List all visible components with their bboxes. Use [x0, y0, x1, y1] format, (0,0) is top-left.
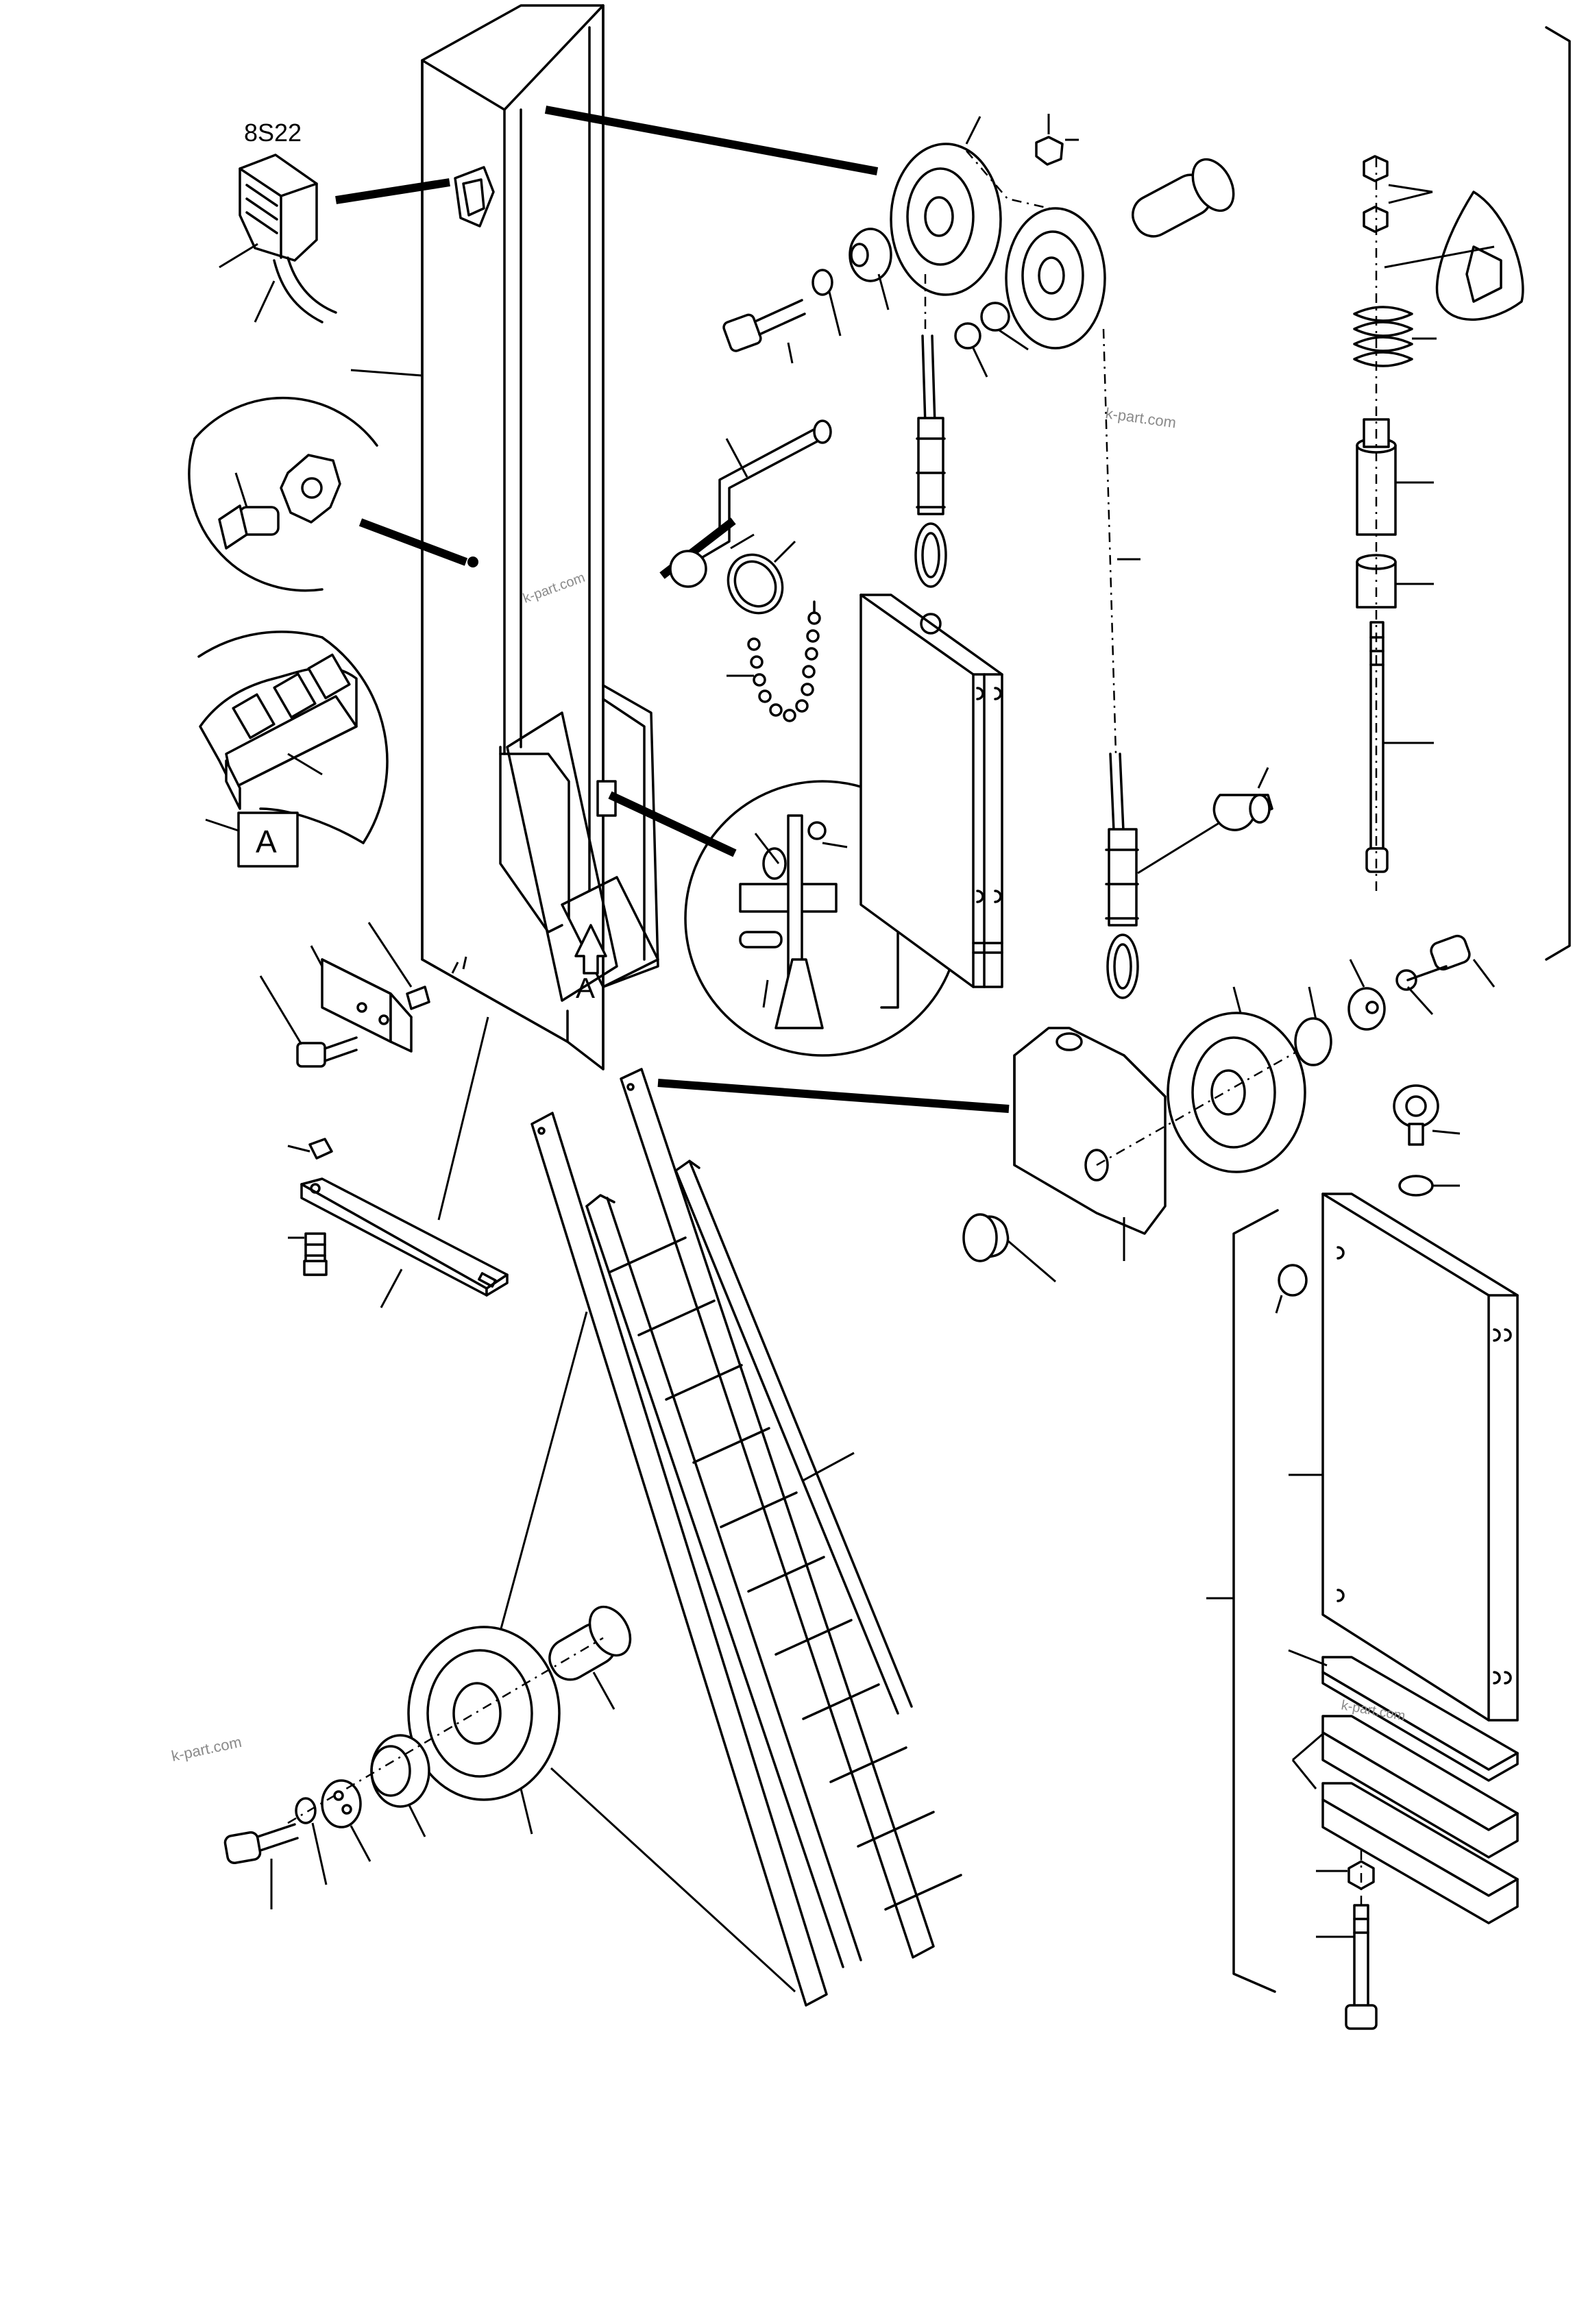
- mount-hole: [467, 556, 478, 567]
- detail-a-box: [237, 811, 299, 868]
- detail-latch: [684, 780, 961, 1057]
- top-pulley-assembly: [722, 114, 1235, 378]
- view-arrow-a: [574, 924, 607, 975]
- detail-hinge: A: [197, 631, 389, 868]
- roller-wheel-assembly: [223, 1605, 632, 1909]
- hoist-cable-right: [1102, 328, 1221, 999]
- pulley-block-assembly: [962, 934, 1496, 1283]
- counterweight-assembly: [1206, 1192, 1519, 2030]
- watermark-3: k-part.com: [170, 1733, 243, 1765]
- switch-8s22: 8S22: [219, 119, 337, 323]
- eye-bolt: [1393, 1084, 1461, 1197]
- detail-a-label: A: [256, 824, 277, 859]
- detail-grease-nipple: [188, 396, 378, 592]
- mast-tower: [421, 4, 659, 1071]
- crank-handle: [669, 419, 832, 615]
- view-label-a: A: [576, 972, 595, 1004]
- watermark: k-part.com: [1104, 404, 1177, 431]
- shackle: [1212, 767, 1273, 831]
- angle-bracket-set: [259, 922, 467, 1068]
- spring-stack: [1353, 26, 1571, 961]
- flat-strap: [287, 1016, 509, 1308]
- ladder: [499, 1068, 962, 2007]
- chain: [727, 600, 821, 722]
- gate-panel: [859, 594, 1003, 988]
- switch-mount-bracket: [454, 166, 495, 228]
- hoist-cable-left: [914, 274, 947, 588]
- switch-label: 8S22: [244, 119, 302, 147]
